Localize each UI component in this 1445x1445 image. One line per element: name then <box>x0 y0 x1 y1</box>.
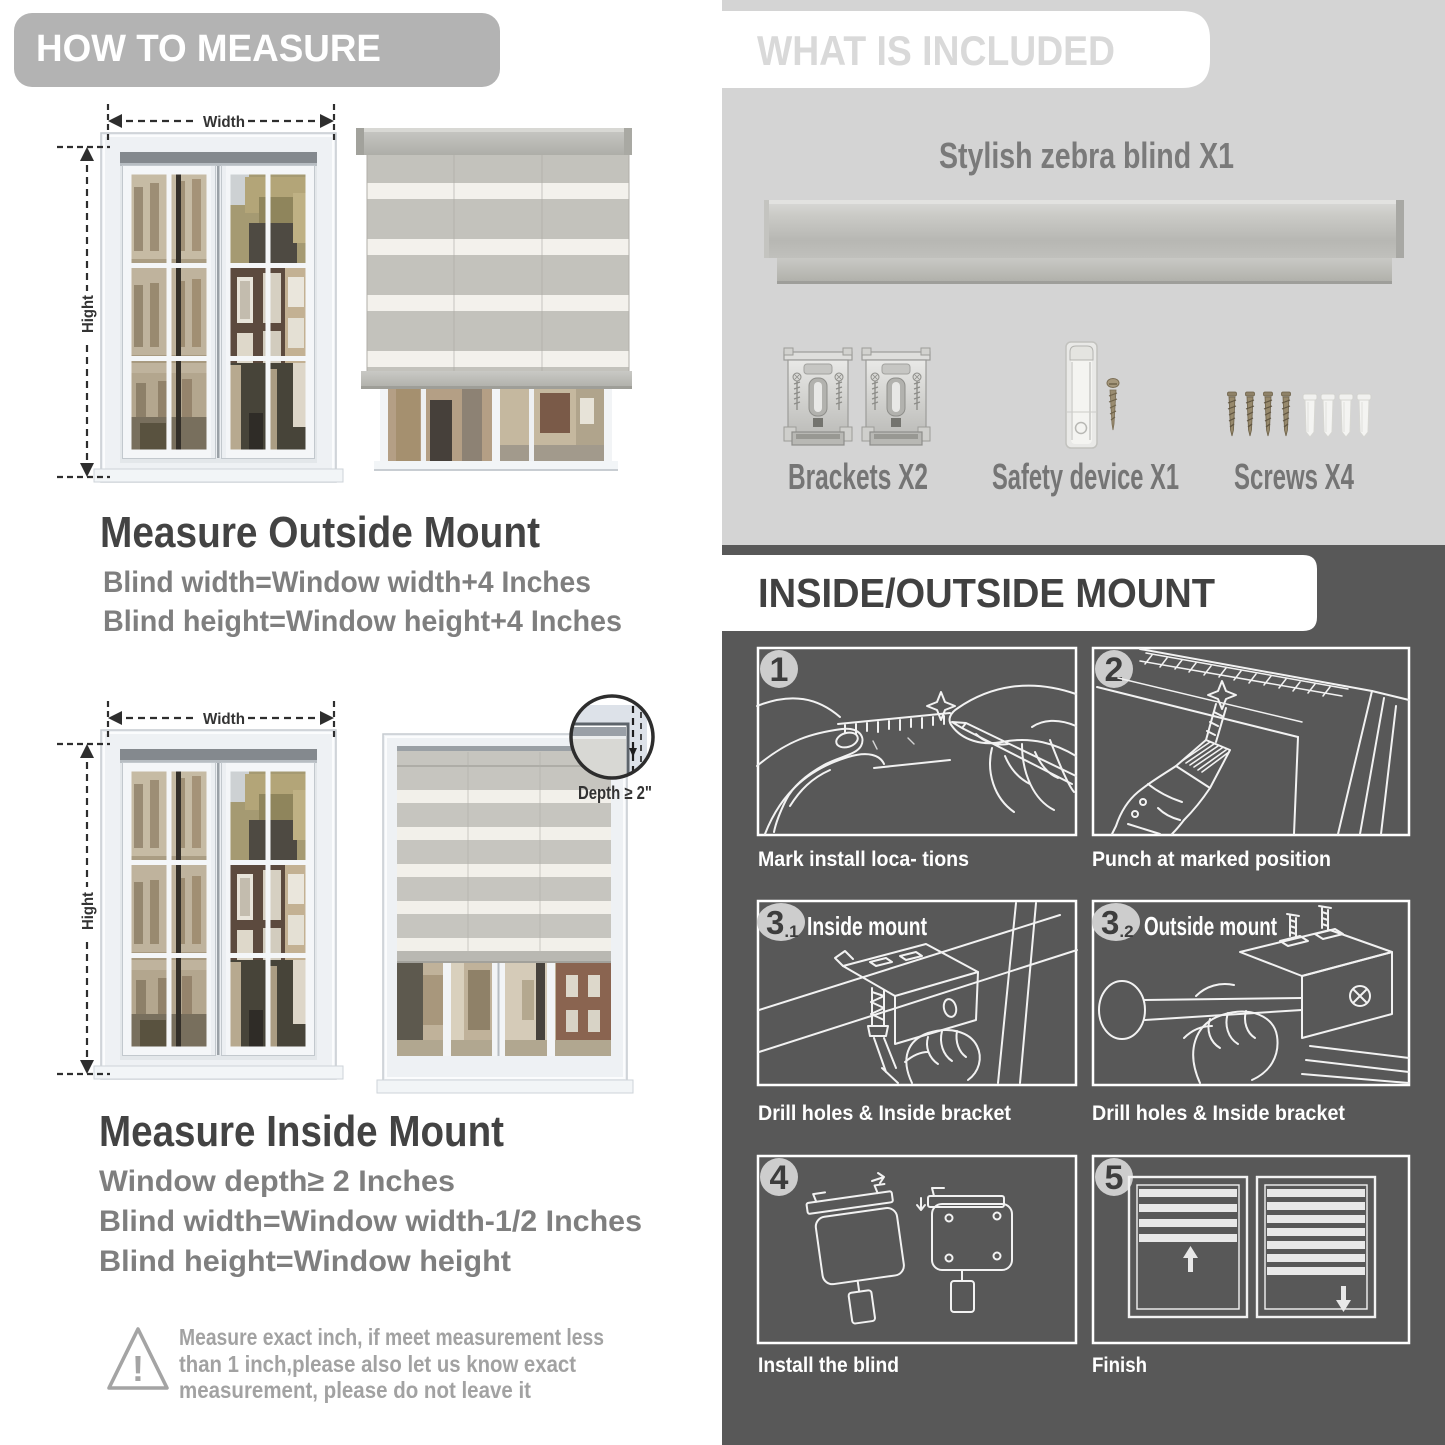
svg-text:Hight: Hight <box>80 891 97 930</box>
svg-text:Install the blind: Install the blind <box>758 1354 899 1377</box>
svg-text:WHAT IS INCLUDED: WHAT IS INCLUDED <box>757 27 1115 74</box>
svg-text:Punch at marked position: Punch at marked position <box>1092 848 1331 871</box>
svg-text:INSIDE/OUTSIDE MOUNT: INSIDE/OUTSIDE MOUNT <box>758 570 1215 616</box>
svg-text:Finish: Finish <box>1092 1354 1147 1377</box>
svg-text:Blind height=Window height: Blind height=Window height <box>99 1245 511 1278</box>
svg-text:Width: Width <box>203 114 245 131</box>
svg-text:Blind width=Window width+4 Inc: Blind width=Window width+4 Inches <box>103 566 591 599</box>
svg-text:Width: Width <box>203 711 245 728</box>
svg-text:Drill holes & Inside bracket: Drill holes & Inside bracket <box>1092 1102 1345 1125</box>
svg-text:!: ! <box>132 1348 144 1389</box>
svg-text:2: 2 <box>1105 651 1124 689</box>
svg-text:Outside mount: Outside mount <box>1144 911 1277 941</box>
svg-text:Depth ≥ 2": Depth ≥ 2" <box>578 783 652 803</box>
svg-text:Drill holes & Inside bracket: Drill holes & Inside bracket <box>758 1102 1011 1125</box>
svg-text:Measure Inside Mount: Measure Inside Mount <box>99 1107 504 1156</box>
svg-text:than 1 inch,please also let us: than 1 inch,please also let us know exac… <box>179 1351 576 1377</box>
svg-text:Stylish zebra blind X1: Stylish zebra blind X1 <box>939 135 1234 176</box>
svg-text:Screws X4: Screws X4 <box>1234 456 1354 497</box>
svg-text:Measure exact inch, if meet me: Measure exact inch, if meet measurement … <box>179 1324 604 1350</box>
svg-text:5: 5 <box>1105 1159 1124 1197</box>
svg-text:Window depth≥ 2 Inches: Window depth≥ 2 Inches <box>99 1165 455 1198</box>
svg-text:Measure Outside Mount: Measure Outside Mount <box>100 508 540 557</box>
svg-text:Mark install loca- tions: Mark install loca- tions <box>758 848 969 871</box>
svg-text:Hight: Hight <box>80 294 97 333</box>
svg-text:Blind height=Window height+4 I: Blind height=Window height+4 Inches <box>103 605 622 638</box>
svg-text:Inside mount: Inside mount <box>807 911 927 941</box>
svg-text:measurement, please do not lea: measurement, please do not leave it <box>179 1377 531 1403</box>
svg-text:1: 1 <box>770 651 789 689</box>
svg-text:Brackets X2: Brackets X2 <box>788 456 928 497</box>
svg-text:4: 4 <box>770 1159 789 1197</box>
svg-text:Safety device X1: Safety device X1 <box>992 456 1179 497</box>
svg-text:HOW TO MEASURE: HOW TO MEASURE <box>36 28 381 70</box>
svg-text:Blind width=Window width-1/2 I: Blind width=Window width-1/2 Inches <box>99 1205 642 1238</box>
